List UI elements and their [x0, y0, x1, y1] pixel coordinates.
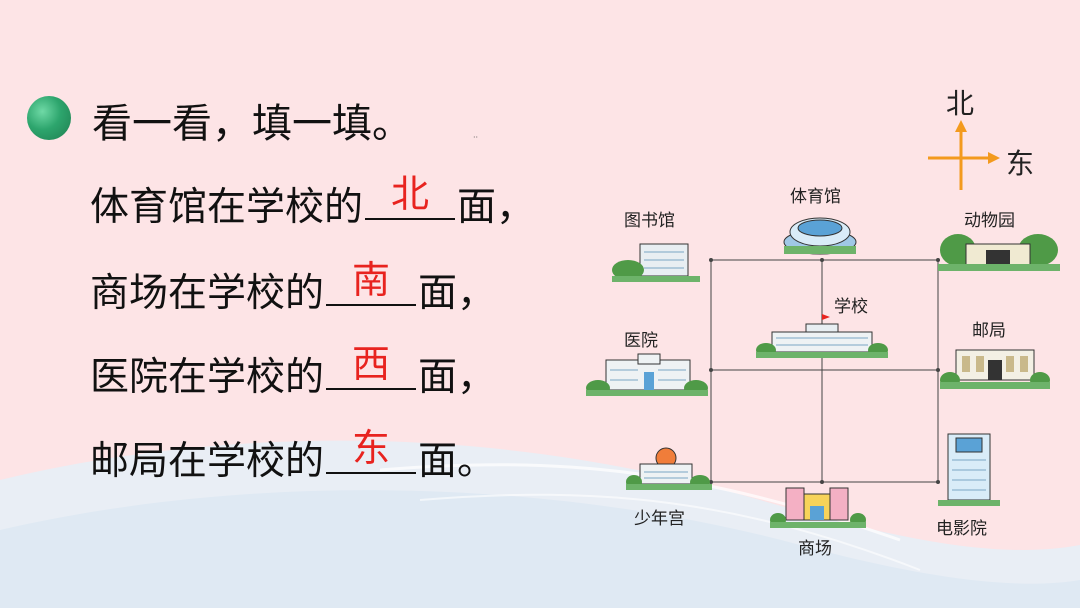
green-bullet-icon — [27, 96, 71, 140]
question-line-1: 体育馆在学校的北面， — [90, 172, 536, 236]
answer-blank[interactable]: 北 — [365, 172, 456, 220]
post-office-icon — [940, 349, 1050, 389]
answer-blank[interactable]: 西 — [326, 342, 417, 390]
question-prefix: 商场在学校的 — [90, 271, 325, 316]
question-prefix: 体育馆在学校的 — [90, 185, 364, 230]
youth-palace-label: 少年宫 — [634, 509, 685, 529]
answer-text: 东 — [352, 426, 391, 470]
stadium-icon — [783, 217, 857, 255]
stadium-label: 体育馆 — [790, 187, 841, 207]
zoo-label: 动物园 — [964, 211, 1015, 231]
library-icon — [612, 243, 700, 282]
answer-text: 南 — [352, 258, 391, 302]
youth-palace-icon — [626, 447, 712, 490]
compass-arrows — [928, 120, 1000, 190]
cinema-label: 电影院 — [936, 519, 987, 539]
compass-north-label: 北 — [946, 87, 975, 120]
answer-blank[interactable]: 东 — [326, 426, 417, 474]
compass-east-label: 东 — [1006, 147, 1035, 180]
question-prefix: 邮局在学校的 — [90, 439, 325, 484]
hospital-label: 医院 — [624, 331, 658, 351]
cinema-icon — [938, 433, 1000, 506]
mall-label: 商场 — [798, 539, 832, 559]
question-suffix: 面， — [418, 355, 497, 400]
question-line-4: 邮局在学校的东面。 — [90, 426, 497, 490]
small-mark: ·· — [473, 133, 479, 142]
mall-icon — [770, 487, 866, 528]
zoo-icon — [938, 234, 1060, 271]
school-label: 学校 — [834, 297, 868, 317]
question-suffix: 面， — [418, 271, 497, 316]
question-suffix: 面。 — [418, 439, 497, 484]
question-line-2: 商场在学校的南面， — [90, 258, 497, 322]
answer-text: 北 — [391, 172, 430, 216]
map-grid — [709, 120, 1000, 484]
hospital-icon — [586, 353, 708, 396]
question-prefix: 医院在学校的 — [90, 355, 325, 400]
answer-blank[interactable]: 南 — [326, 258, 417, 306]
question-line-3: 医院在学校的西面， — [90, 342, 497, 406]
question-suffix: 面， — [457, 185, 536, 230]
school-icon — [756, 314, 888, 358]
page-title: 看一看，填一填。 — [92, 101, 412, 147]
post-office-label: 邮局 — [972, 321, 1006, 341]
answer-text: 西 — [352, 342, 391, 386]
direction-map: 北 东 体育馆 图书馆 动物园 学校 医院 — [586, 70, 1070, 570]
library-label: 图书馆 — [624, 211, 675, 231]
